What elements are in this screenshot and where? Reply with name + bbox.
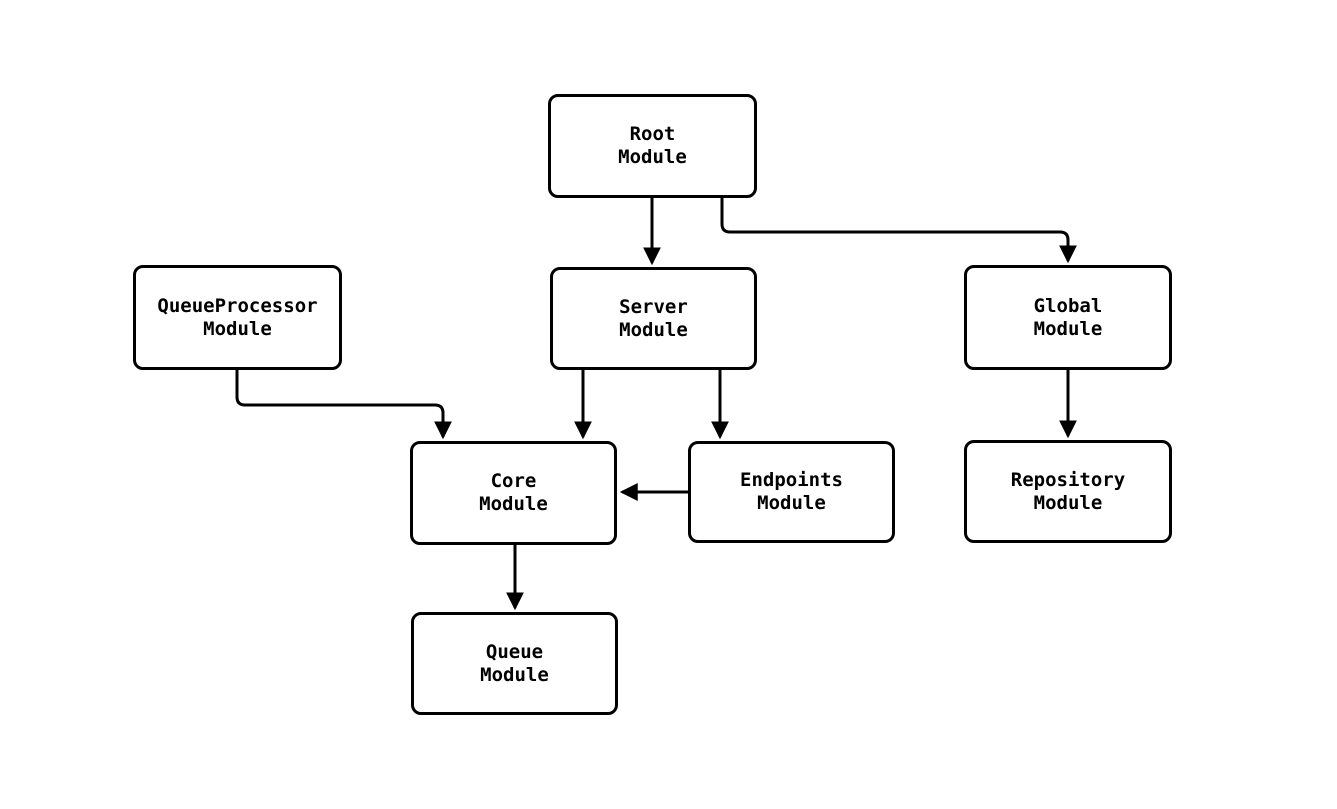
node-server-module: Server Module (550, 267, 757, 370)
edge-root-module-to-global-module (720, 198, 1077, 264)
edge-queueprocessor-module-to-core-module (235, 370, 452, 440)
node-label-line: Module (1033, 317, 1103, 340)
node-label-line: Module (479, 493, 548, 515)
node-label-line: Endpoints (740, 469, 843, 491)
node-label-line: Global (1033, 294, 1103, 317)
node-label-line: Queue (485, 640, 544, 663)
node-label-line: Repository (1010, 468, 1126, 491)
node-label: Core Module (479, 470, 548, 516)
node-label-line: Core (490, 470, 537, 492)
node-root-module: Root Module (548, 94, 757, 198)
node-global-module: Global Module (964, 265, 1172, 370)
node-label-line: Server (619, 295, 688, 318)
node-label: Global Module (1034, 295, 1103, 341)
node-label-line: Module (757, 492, 826, 514)
node-endpoints-module: Endpoints Module (688, 441, 895, 543)
node-core-module: Core Module (410, 441, 617, 545)
node-label-line: Module (203, 317, 272, 340)
node-queueprocessor-module: QueueProcessor Module (133, 265, 342, 370)
node-repository-module: Repository Module (964, 440, 1172, 543)
node-label-line: Module (618, 146, 687, 168)
node-label-line: Module (480, 663, 549, 686)
node-label-line: Module (1033, 491, 1103, 514)
node-label: QueueProcessor Module (157, 295, 317, 341)
node-queue-module: Queue Module (411, 612, 618, 715)
node-label: Endpoints Module (740, 469, 843, 515)
node-label: Queue Module (480, 641, 549, 687)
node-label-line: Module (619, 318, 688, 341)
node-label: Repository Module (1011, 469, 1125, 515)
node-label: Server Module (619, 296, 688, 342)
node-label-line: Root (629, 123, 676, 145)
node-label-line: QueueProcessor (157, 294, 318, 317)
node-label: Root Module (618, 123, 687, 169)
